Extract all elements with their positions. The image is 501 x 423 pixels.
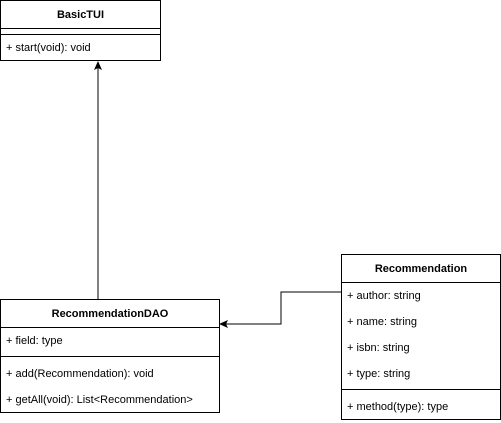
attribute-row: + name: string	[347, 316, 418, 328]
attribute-row: + author: string	[347, 290, 421, 302]
attributes-section	[1, 29, 160, 35]
class-basic-tui[interactable]: BasicTUI + start(void): void	[0, 0, 161, 61]
class-name: RecommendationDAO	[1, 300, 219, 328]
recommendation-to-dao-arrow	[219, 291, 341, 328]
method-row: + add(Recommendation): void	[6, 368, 154, 380]
method-row: + getAll(void): List<Recommendation>	[6, 394, 193, 406]
attribute-row: + field: type	[6, 335, 63, 347]
attribute-row: + type: string	[347, 368, 411, 380]
attributes-section: + field: type	[1, 328, 219, 357]
methods-section: + method(type): type	[342, 390, 500, 420]
class-recommendation-dao[interactable]: RecommendationDAO + field: type + add(Re…	[0, 299, 220, 413]
class-name: Recommendation	[342, 255, 500, 283]
methods-section: + start(void): void	[1, 35, 160, 61]
method-row: + start(void): void	[6, 42, 91, 54]
methods-section: + add(Recommendation): void + getAll(voi…	[1, 357, 219, 413]
dao-to-basic-tui-arrow	[94, 61, 102, 299]
class-name: BasicTUI	[1, 1, 160, 29]
method-row: + method(type): type	[347, 401, 449, 413]
class-recommendation[interactable]: Recommendation + author: string + name: …	[341, 254, 501, 420]
attribute-row: + isbn: string	[347, 342, 410, 354]
attributes-section: + author: string + name: string + isbn: …	[342, 283, 500, 390]
